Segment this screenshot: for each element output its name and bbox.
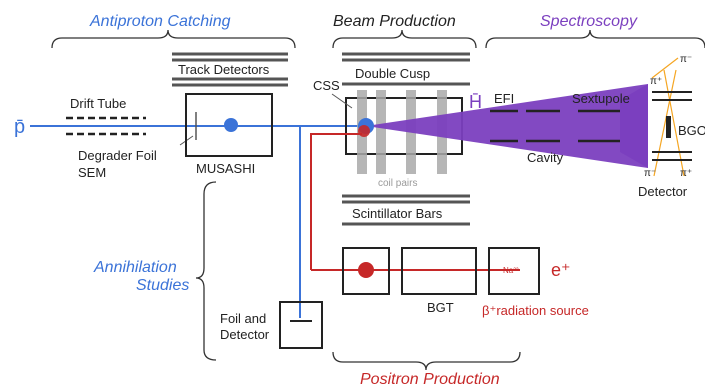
- foil-and-detector-label-line1: Foil and: [220, 311, 266, 326]
- track-detectors-label: Track Detectors: [178, 62, 270, 77]
- antihydrogen-beam-tail: [620, 84, 648, 168]
- mixing-positron-cloud: [358, 125, 370, 137]
- pion-plus-bottom-label: π⁺: [680, 168, 692, 179]
- musashi-trap: [185, 93, 273, 157]
- spectroscopy-heading: Spectroscopy: [540, 13, 638, 30]
- antiproton-symbol: p̄: [14, 116, 25, 138]
- pion-track-3: [653, 69, 677, 177]
- scintillator-bars-label: Scintillator Bars: [352, 206, 443, 221]
- na22-label: Na²²: [503, 266, 519, 275]
- pion-minus-bottom-label: π⁻: [644, 168, 656, 179]
- css-label: CSS: [313, 78, 340, 93]
- bgo-crystal: [666, 116, 671, 138]
- positron-transfer-line: [310, 133, 362, 270]
- musashi-label: MUSASHI: [196, 161, 255, 176]
- double-cusp-label: Double Cusp: [355, 66, 430, 81]
- antihydrogen-beam: [366, 84, 648, 168]
- spectroscopy-brace: [485, 29, 705, 49]
- positron-production-brace: [332, 351, 521, 371]
- foil-and-detector-box: [279, 301, 323, 349]
- annihilation-studies-brace: [195, 181, 217, 361]
- degrader-foil-label: Degrader Foil: [78, 148, 157, 163]
- annihilation-studies-heading-line1: Annihilation: [93, 259, 177, 276]
- sextupole-label: Sextupole: [572, 91, 630, 106]
- musashi-antiproton-cloud: [224, 118, 238, 132]
- pion-track-2: [663, 69, 685, 177]
- drift-tube-label: Drift Tube: [70, 96, 126, 111]
- bgt-trap: [401, 247, 477, 295]
- coil-pairs-label: coil pairs: [378, 178, 417, 189]
- beta-radiation-source-label: β⁺radiation source: [482, 303, 589, 318]
- pion-minus-top-label: π⁻: [680, 54, 692, 65]
- bgt-label: BGT: [427, 300, 454, 315]
- sem-label: SEM: [78, 165, 106, 180]
- na22-source-box: [488, 247, 540, 295]
- positron-cloud: [358, 262, 374, 278]
- efi-label: EFI: [494, 91, 514, 106]
- beam-production-brace: [332, 29, 477, 49]
- beam-production-heading: Beam Production: [333, 13, 456, 30]
- positron-trap-1: [342, 247, 390, 295]
- foil-and-detector-label-line2: Detector: [220, 327, 270, 342]
- cavity-label: Cavity: [527, 150, 564, 165]
- pion-plus-top-label: π⁺: [650, 76, 662, 87]
- antiproton-catching-heading: Antiproton Catching: [89, 13, 231, 30]
- pion-track-1: [651, 57, 679, 79]
- annihilation-studies-heading-line2: Studies: [136, 277, 189, 294]
- css-pointer: [331, 93, 353, 109]
- bgo-label: BGO: [678, 123, 705, 138]
- antiproton-catching-brace: [51, 29, 296, 49]
- coil-2: [376, 90, 386, 174]
- detector-label: Detector: [638, 184, 688, 199]
- positron-symbol: e⁺: [551, 260, 571, 280]
- positron-production-heading: Positron Production: [360, 371, 500, 388]
- antihydrogen-symbol: H̄: [469, 92, 482, 112]
